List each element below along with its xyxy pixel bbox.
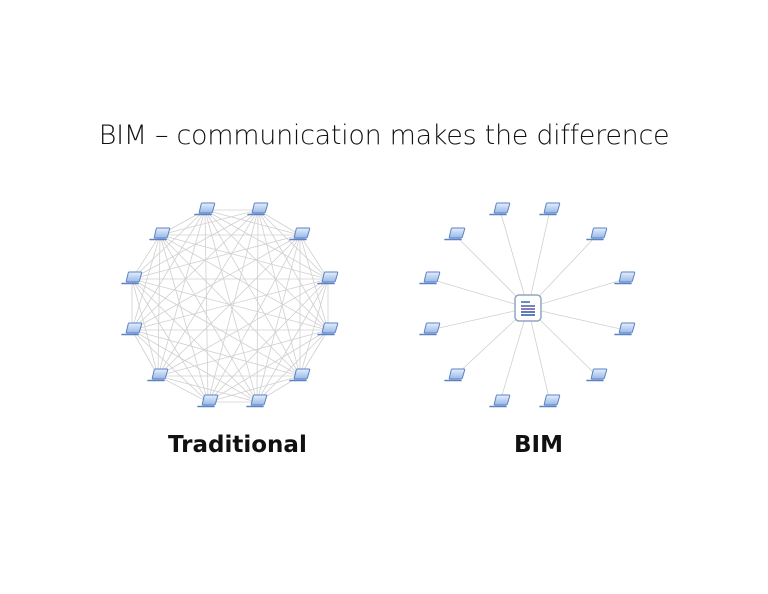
slide-title: BIM – communication makes the difference (98, 120, 670, 151)
laptop-icon (586, 227, 608, 241)
laptop-icon (246, 394, 268, 408)
laptop-icon (419, 271, 441, 285)
laptop-icon (289, 227, 311, 241)
traditional-mesh-lines (131, 209, 329, 403)
traditional-nodes (121, 202, 339, 408)
laptop-icon (197, 394, 219, 408)
laptop-icon (539, 394, 561, 408)
laptop-icon (539, 202, 561, 216)
laptop-icon (489, 394, 511, 408)
laptop-icon (121, 322, 143, 336)
traditional-label: Traditional (168, 432, 307, 458)
laptop-icon (444, 368, 466, 382)
laptop-icon (614, 322, 636, 336)
laptop-icon (121, 271, 143, 285)
bim-nodes (419, 202, 636, 408)
laptop-icon (489, 202, 511, 216)
laptop-icon (147, 368, 169, 382)
laptop-icon (586, 368, 608, 382)
laptop-icon (614, 271, 636, 285)
laptop-icon (317, 271, 339, 285)
laptop-icon (419, 322, 441, 336)
bim-label: BIM (514, 432, 563, 458)
laptop-icon (194, 202, 216, 216)
laptop-icon (149, 227, 171, 241)
laptop-icon (247, 202, 269, 216)
laptop-icon (444, 227, 466, 241)
laptop-icon (289, 368, 311, 382)
bim-model-icon (514, 294, 542, 322)
laptop-icon (317, 322, 339, 336)
